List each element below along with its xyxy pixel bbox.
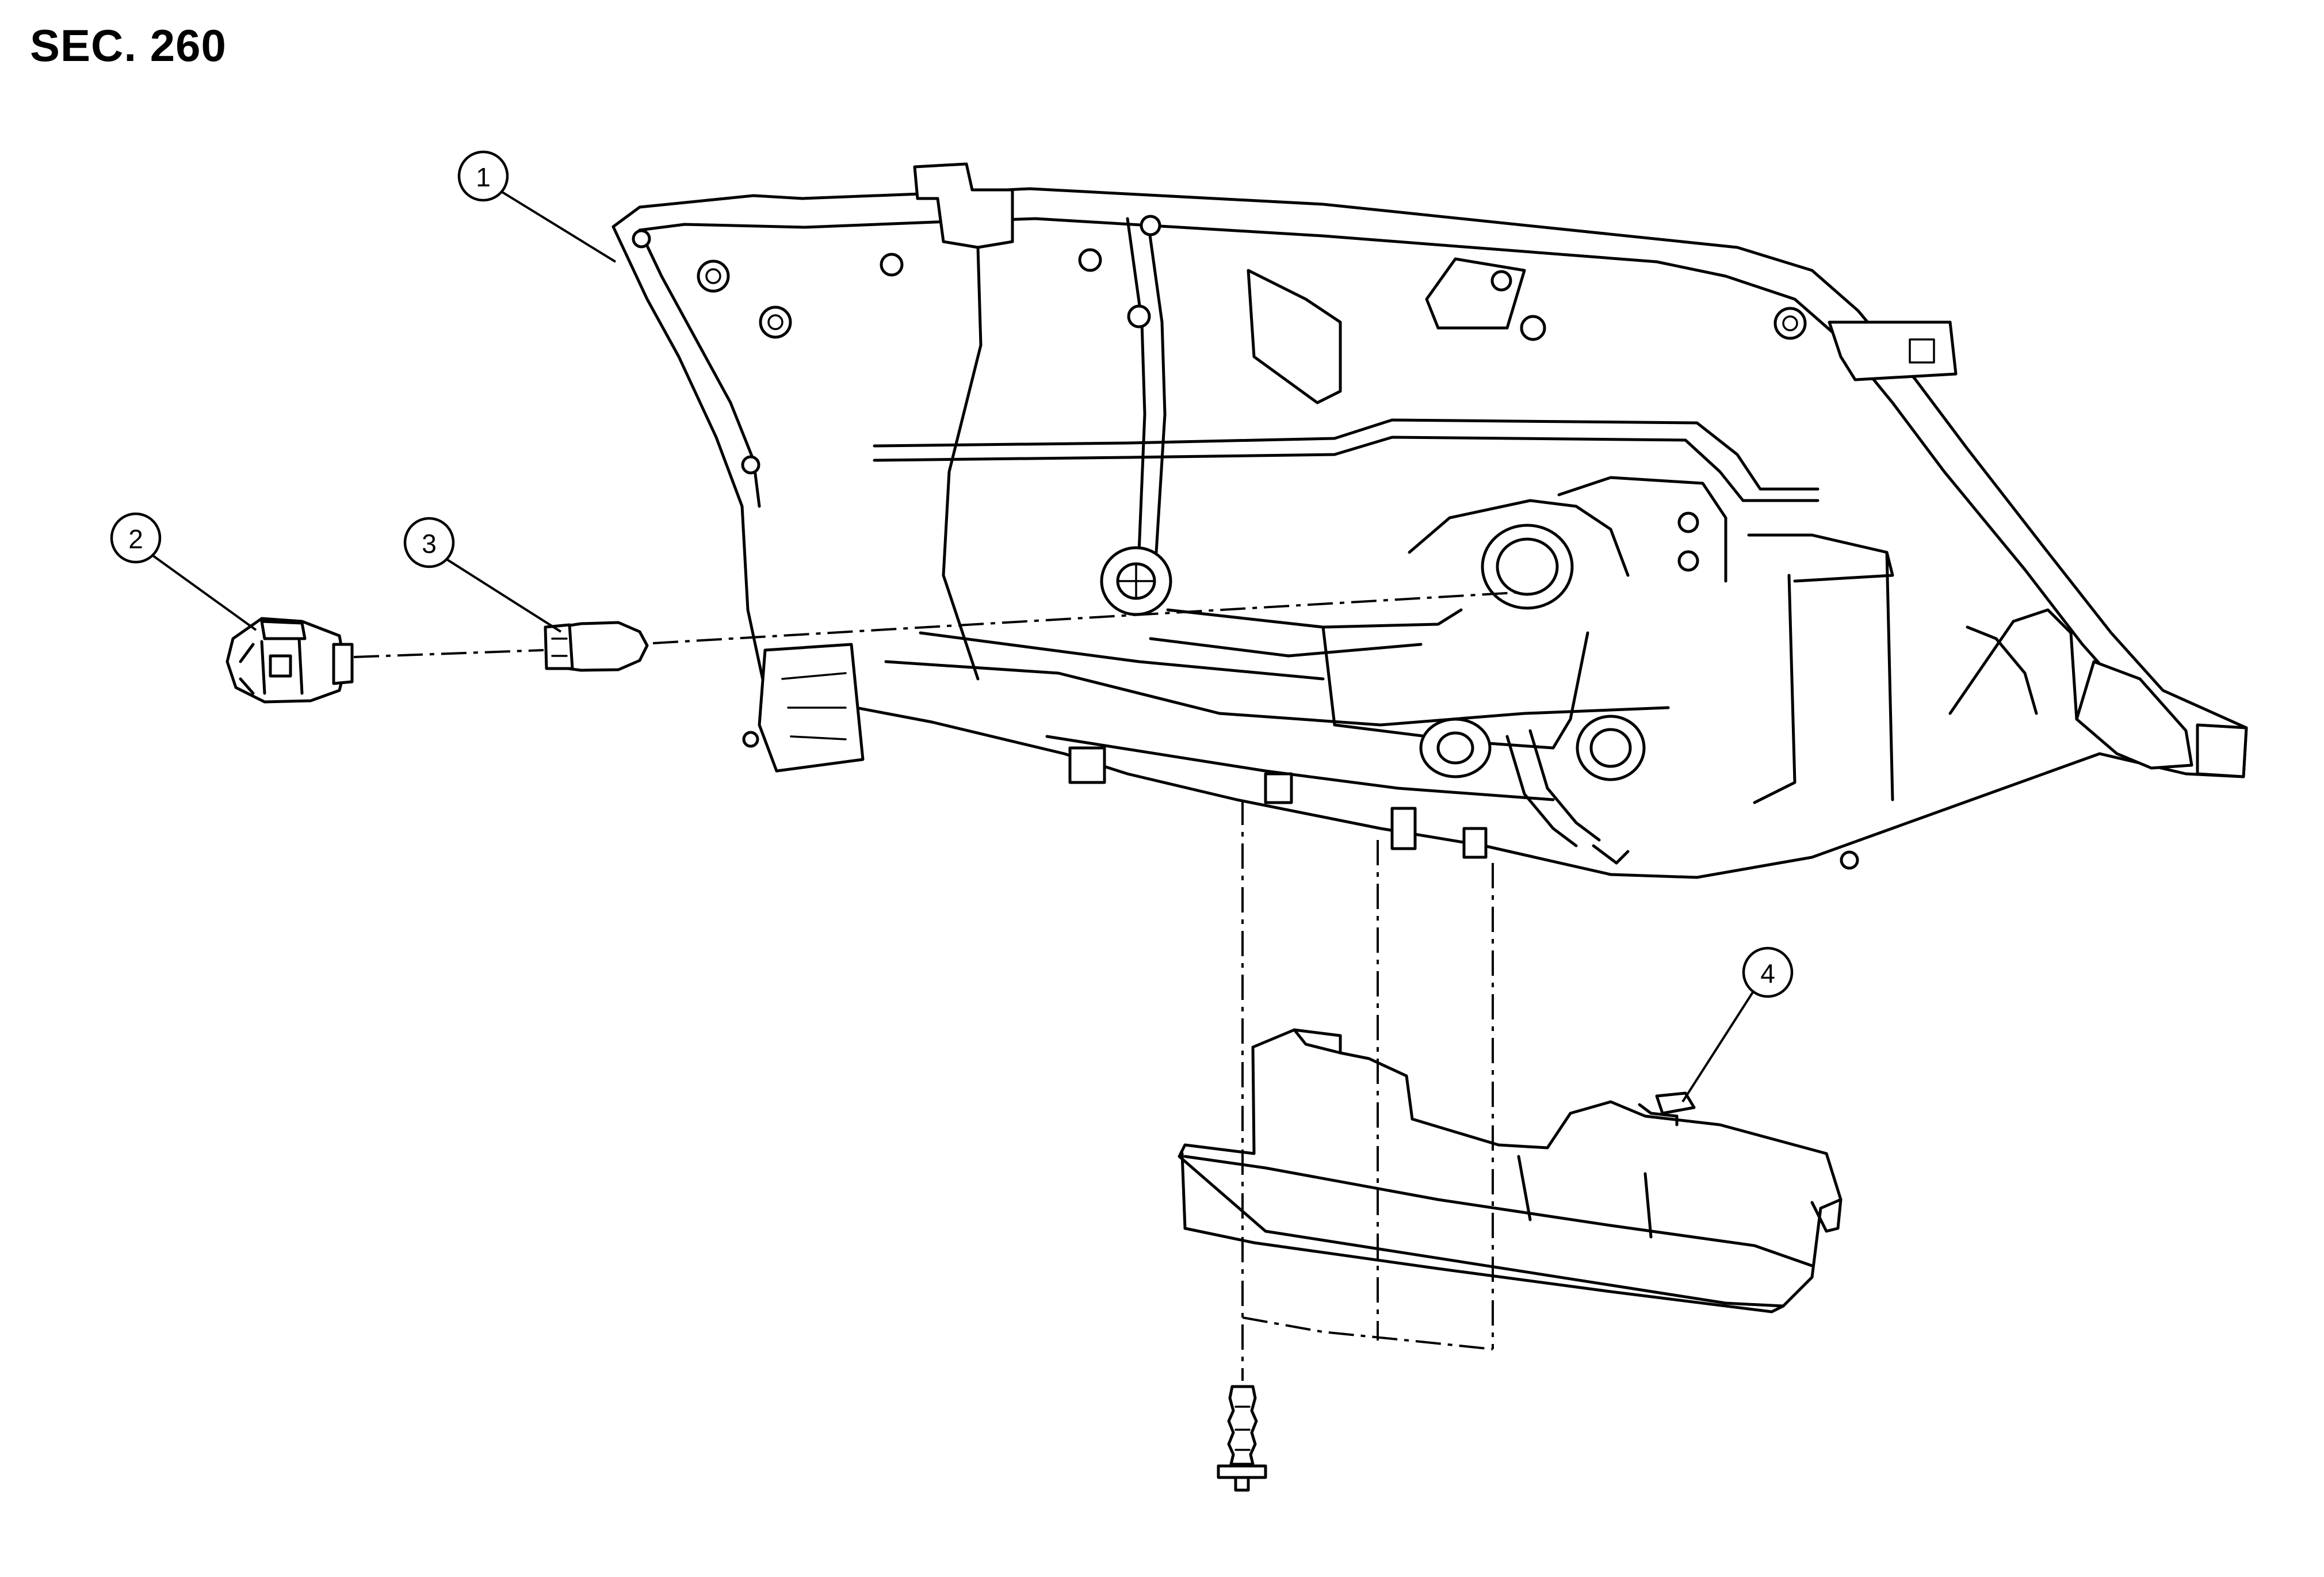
- bulb-socket: [225, 617, 354, 704]
- callout-3: 3: [403, 517, 562, 633]
- callout-4-number: 4: [1760, 959, 1775, 988]
- assembly-lines: [353, 591, 1516, 1381]
- section-code: SEC. 260: [30, 20, 227, 71]
- callout-2-number: 2: [128, 524, 143, 554]
- lower-cover: [1178, 1028, 1843, 1313]
- callout-1: 1: [457, 150, 617, 263]
- bulb: [544, 621, 649, 672]
- callout-4: 4: [1681, 946, 1794, 1103]
- clip-screw: [1217, 1385, 1267, 1492]
- callout-3-number: 3: [422, 529, 437, 559]
- headlamp-housing: [611, 162, 2248, 879]
- callout-2: 2: [110, 512, 257, 631]
- callout-1-number: 1: [476, 162, 491, 192]
